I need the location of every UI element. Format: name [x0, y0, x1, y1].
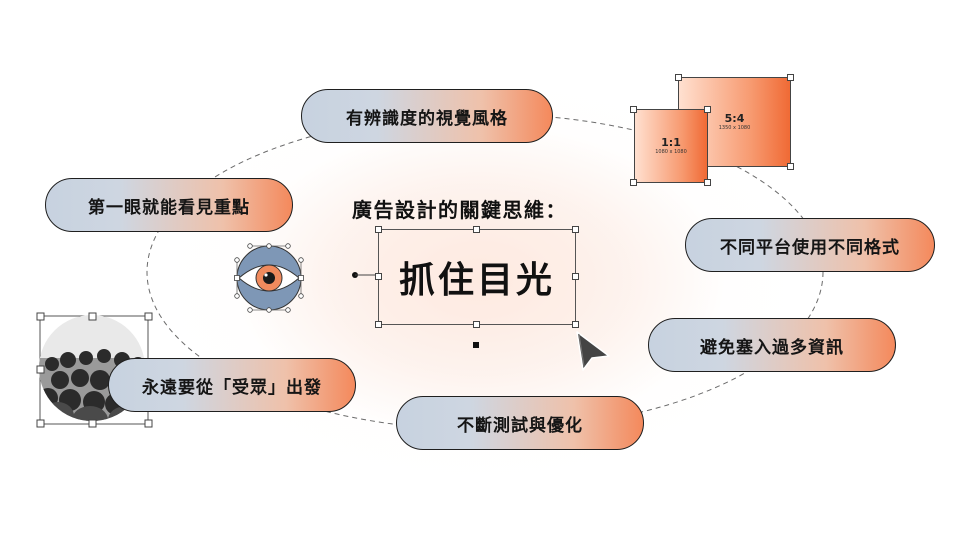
selection-handle[interactable]	[787, 163, 794, 170]
pill-audience-first: 永遠要從「受眾」出發	[108, 358, 356, 412]
format-size-5x4: 1350 x 1080	[718, 124, 751, 131]
selection-handle[interactable]	[572, 273, 579, 280]
selection-handle[interactable]	[473, 321, 480, 328]
pill-first-glance: 第一眼就能看見重點	[45, 178, 293, 232]
diagram-title: 廣告設計的關鍵思維：	[352, 198, 567, 222]
pill-label: 永遠要從「受眾」出發	[142, 377, 322, 398]
selection-handle[interactable]	[704, 106, 711, 113]
format-ratio-1x1: 1:1	[661, 135, 681, 149]
selection-handle[interactable]	[572, 321, 579, 328]
format-size-1x1: 1080 x 1080	[655, 148, 687, 155]
pill-label: 避免塞入過多資訊	[700, 337, 844, 358]
selection-handle[interactable]	[630, 179, 637, 186]
selection-handle[interactable]	[630, 106, 637, 113]
focus-text: 抓住目光	[398, 260, 555, 301]
pill-label: 有辨識度的視覺風格	[346, 108, 508, 129]
eye-icon	[234, 243, 304, 313]
mouse-cursor-icon	[576, 331, 610, 371]
pill-label: 第一眼就能看見重點	[88, 197, 250, 218]
pill-platform-formats: 不同平台使用不同格式	[685, 218, 935, 272]
rotate-handle[interactable]	[473, 342, 479, 348]
selection-handle[interactable]	[375, 321, 382, 328]
pill-avoid-overload: 避免塞入過多資訊	[648, 318, 896, 372]
focus-text-box[interactable]: 抓住目光	[378, 229, 576, 325]
selection-handle[interactable]	[787, 74, 794, 81]
selection-handle[interactable]	[375, 226, 382, 233]
format-ratio-5x4: 5:4	[724, 111, 745, 125]
pill-keep-testing: 不斷測試與優化	[396, 396, 644, 450]
selection-handle[interactable]	[704, 179, 711, 186]
pill-label: 不斷測試與優化	[457, 415, 583, 436]
selection-handle[interactable]	[473, 226, 480, 233]
selection-handle[interactable]	[375, 273, 382, 280]
format-frame-1x1: 1:1 1080 x 1080	[634, 109, 708, 183]
selection-handle[interactable]	[675, 74, 682, 81]
pill-label: 不同平台使用不同格式	[720, 237, 900, 258]
pill-distinctive-style: 有辨識度的視覺風格	[301, 89, 553, 143]
anchor-connector	[352, 272, 378, 278]
selection-handle[interactable]	[572, 226, 579, 233]
